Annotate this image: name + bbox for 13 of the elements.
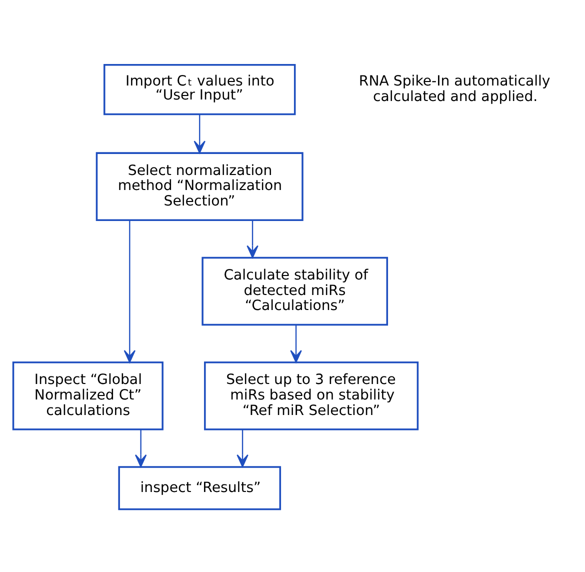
node-box: Select normalization method “Normalization Selection”	[96, 152, 304, 220]
arrow	[246, 220, 258, 258]
arrow	[194, 114, 206, 153]
label: RNA Spike-In automatically calculated and applied.	[358, 73, 550, 104]
node-box: inspect “Results”	[118, 466, 282, 510]
node-box: Select up to 3 reference miRs based on stability “Ref miR Selection”	[204, 360, 419, 430]
node-box: Import Ct values into “User Input”	[104, 64, 296, 115]
arrow	[290, 324, 302, 362]
node-box: Inspect “Global Normalized Ct” calculations	[12, 360, 164, 430]
node-box: Calculate stability of detected miRs “Calculations”	[202, 256, 388, 326]
arrow	[134, 429, 147, 467]
arrow	[124, 220, 136, 362]
arrow	[236, 429, 248, 467]
